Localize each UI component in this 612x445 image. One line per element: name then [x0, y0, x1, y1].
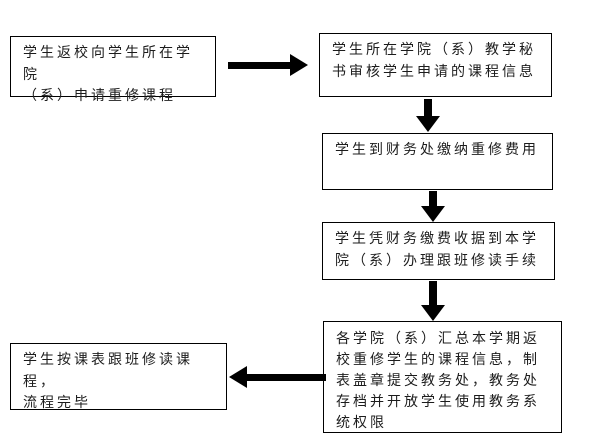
arrow-right-apply-to-review: [228, 54, 308, 76]
flow-node-finish: 学生按课表跟班修读课程， 流程完毕: [10, 343, 227, 411]
arrow-shaft: [429, 191, 437, 207]
arrow-down-review-to-pay: [416, 99, 440, 132]
flow-node-enroll: 学生凭财务缴费收据到本学 院（系）办理跟班修读手续: [322, 222, 555, 280]
arrow-down-pay-to-enroll: [421, 191, 445, 222]
arrow-head-left-icon: [229, 366, 247, 388]
arrow-shaft: [429, 281, 437, 306]
arrow-head-down-icon: [421, 206, 445, 222]
arrow-shaft: [424, 99, 432, 117]
arrow-head-right-icon: [290, 54, 308, 76]
flow-node-collect: 各学院（系）汇总本学期返 校重修学生的课程信息，制 表盖章提交教务处，教务处 存…: [323, 321, 562, 433]
arrow-left-collect-to-finish: [229, 366, 326, 388]
arrow-head-down-icon: [416, 116, 440, 132]
arrow-head-down-icon: [421, 305, 445, 321]
flow-node-apply: 学生返校向学生所在学院 （系）申请重修课程: [10, 36, 216, 104]
arrow-shaft: [228, 62, 291, 69]
arrow-shaft: [245, 374, 326, 381]
flow-node-review: 学生所在学院（系）教学秘 书审核学生申请的课程信息: [319, 33, 552, 97]
arrow-down-enroll-to-collect: [421, 281, 445, 321]
flow-node-pay: 学生到财务处缴纳重修费用: [322, 133, 553, 190]
